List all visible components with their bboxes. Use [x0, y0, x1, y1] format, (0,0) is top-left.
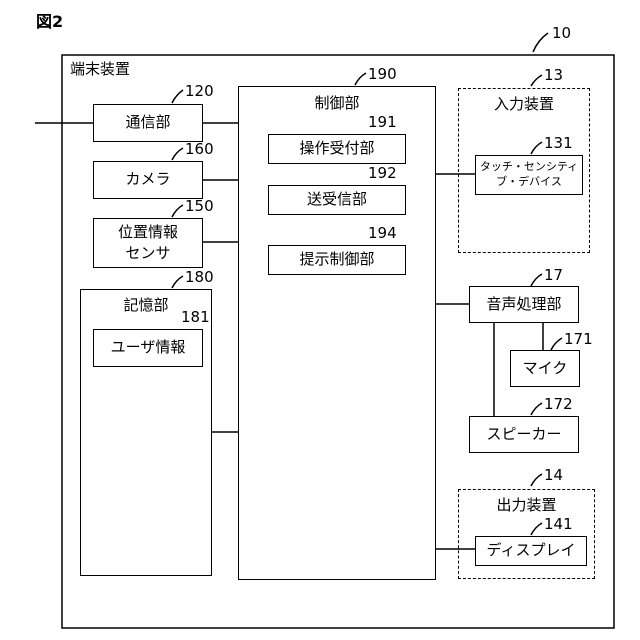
terminal-ref: 10 [552, 25, 571, 41]
leader-180 [172, 276, 183, 288]
position-ref: 150 [185, 198, 214, 214]
speaker-label: スピーカー [470, 417, 578, 451]
leader-171 [551, 338, 562, 350]
operation-label: 操作受付部 [269, 135, 405, 162]
control-label: 制御部 [239, 94, 435, 112]
control-ref: 190 [368, 66, 397, 82]
mic-ref: 171 [564, 331, 593, 347]
touch-box: タッチ・センシティ ブ・デバイス [475, 155, 583, 195]
leader-120 [172, 90, 183, 103]
transceiver-box: 送受信部 [268, 185, 406, 215]
presentation-ref: 194 [368, 225, 397, 241]
transceiver-label: 送受信部 [269, 186, 405, 213]
display-box: ディスプレイ [475, 536, 587, 566]
leader-190 [355, 73, 366, 85]
position-box: 位置情報 センサ [93, 218, 203, 268]
comm-label: 通信部 [94, 105, 202, 140]
mic-label: マイク [511, 351, 579, 385]
audio-ref: 17 [544, 267, 563, 283]
figure-label: 図2 [36, 13, 63, 31]
leader-160 [172, 148, 183, 160]
operation-box: 操作受付部 [268, 134, 406, 164]
leader-10 [533, 33, 548, 52]
touch-label-line2: ブ・デバイス [476, 174, 582, 189]
operation-ref: 191 [368, 114, 397, 130]
camera-ref: 160 [185, 141, 214, 157]
mic-box: マイク [510, 350, 580, 387]
leader-13 [531, 75, 542, 86]
audio-box: 音声処理部 [469, 286, 579, 323]
speaker-ref: 172 [544, 396, 573, 412]
transceiver-ref: 192 [368, 165, 397, 181]
input-label: 入力装置 [459, 95, 589, 113]
touch-ref: 131 [544, 135, 573, 151]
position-label-line2: センサ [94, 244, 202, 262]
audio-label: 音声処理部 [470, 287, 578, 321]
input-ref: 13 [544, 67, 563, 83]
terminal-label: 端末装置 [70, 60, 130, 78]
touch-label-line1: タッチ・センシティ [476, 159, 582, 174]
display-label: ディスプレイ [476, 537, 586, 564]
camera-label: カメラ [94, 162, 202, 197]
comm-ref: 120 [185, 83, 214, 99]
display-ref: 141 [544, 516, 573, 532]
speaker-box: スピーカー [469, 416, 579, 453]
leader-150 [172, 205, 183, 217]
output-label: 出力装置 [459, 496, 594, 514]
leader-14 [531, 474, 542, 486]
output-ref: 14 [544, 467, 563, 483]
position-label-line1: 位置情報 [94, 223, 202, 241]
presentation-box: 提示制御部 [268, 245, 406, 275]
userinfo-label: ユーザ情報 [94, 330, 202, 365]
camera-box: カメラ [93, 161, 203, 199]
userinfo-ref: 181 [181, 309, 210, 325]
presentation-label: 提示制御部 [269, 246, 405, 273]
leader-17 [531, 274, 542, 286]
userinfo-box: ユーザ情報 [93, 329, 203, 367]
comm-box: 通信部 [93, 104, 203, 142]
leader-172 [531, 403, 542, 415]
storage-ref: 180 [185, 269, 214, 285]
